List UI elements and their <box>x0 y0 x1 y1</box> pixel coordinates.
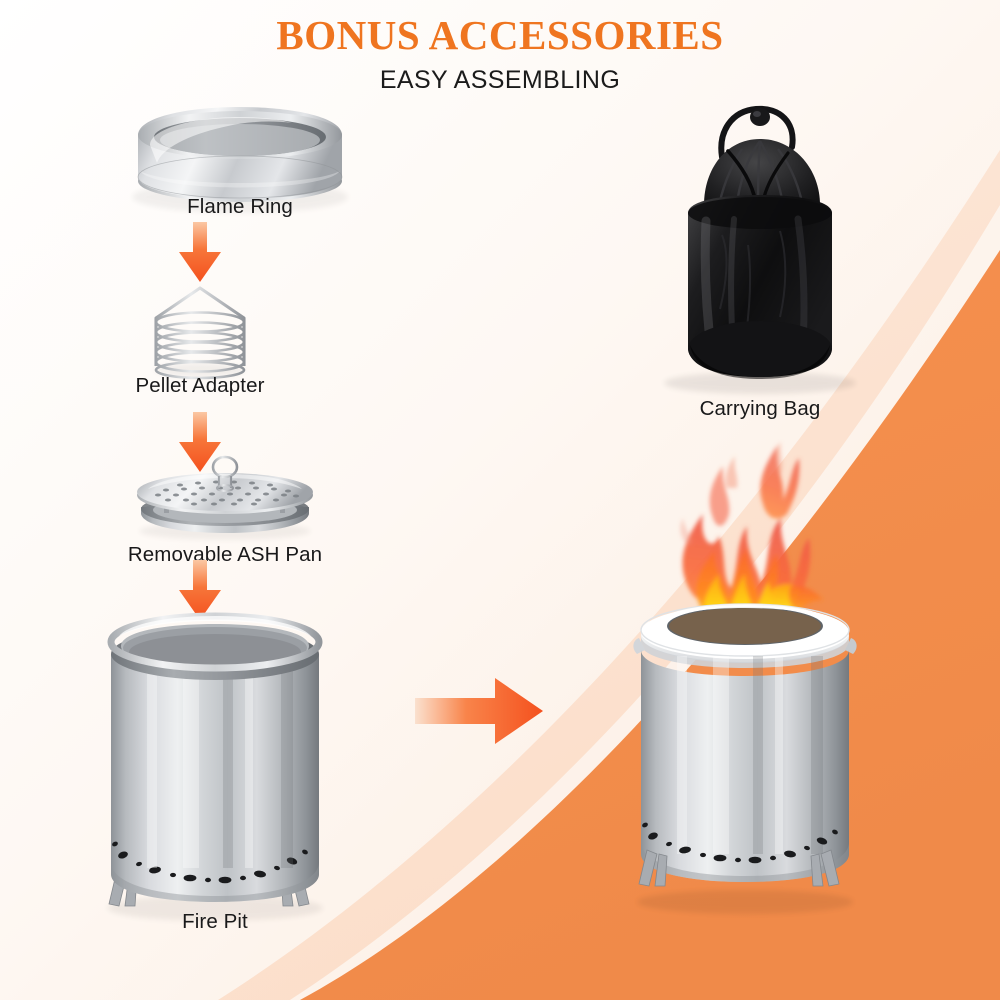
arrow-right-assemble <box>415 672 545 750</box>
part-flame-ring[interactable]: Flame Ring <box>110 105 370 218</box>
assembled-fire-pit[interactable] <box>595 440 895 920</box>
page-subtitle: EASY ASSEMBLING <box>379 66 621 95</box>
accessory-carrying-bag[interactable]: Carrying Bag <box>630 95 890 420</box>
part-ash-pan[interactable]: Removable ASH Pan <box>120 455 330 566</box>
arrow-down-1 <box>177 222 223 284</box>
label-carrying-bag: Carrying Bag <box>699 397 821 420</box>
page-title: BONUS ACCESSORIES <box>276 12 724 58</box>
label-ash-pan: Removable ASH Pan <box>127 543 323 566</box>
part-pellet-adapter[interactable]: Pellet Adapter <box>135 282 264 397</box>
arrow-down-3 <box>177 560 223 622</box>
part-fire-pit[interactable]: Fire Pit <box>95 612 335 933</box>
header: BONUS ACCESSORIES EASY ASSEMBLING <box>0 12 1000 95</box>
label-fire-pit: Fire Pit <box>182 910 248 933</box>
label-pellet-adapter: Pellet Adapter <box>135 374 265 397</box>
label-flame-ring: Flame Ring <box>187 195 293 218</box>
arrow-down-2 <box>177 412 223 474</box>
